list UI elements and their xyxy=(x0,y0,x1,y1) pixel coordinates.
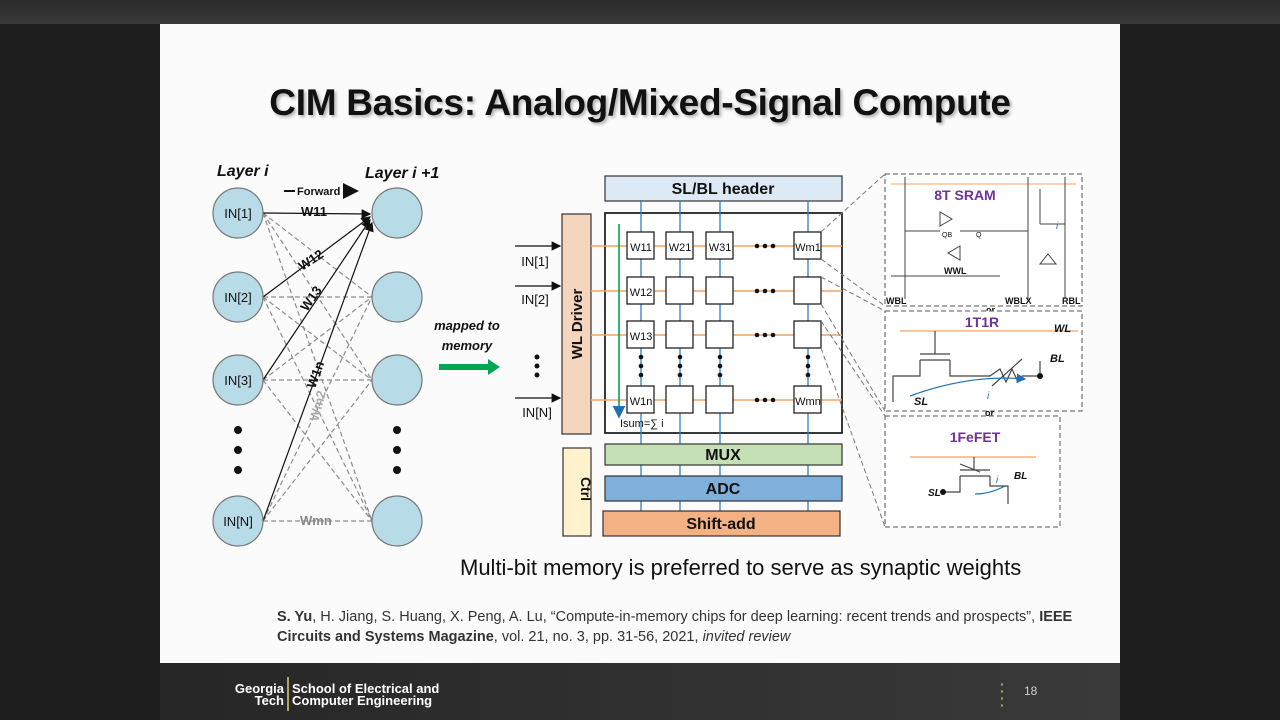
cell-label: Wm1 xyxy=(795,242,821,254)
page-number: 18 xyxy=(1024,684,1038,698)
zoom-lines xyxy=(820,173,886,528)
layer-i1-label: Layer i +1 xyxy=(365,165,439,182)
cell-label: Wmn xyxy=(795,396,821,408)
neuron-in1 xyxy=(212,187,264,239)
layer-i-label: Layer i xyxy=(217,163,269,180)
t1r-label: i xyxy=(987,391,990,402)
ctrl-label: Ctrl xyxy=(578,477,594,501)
sram-title: 8T SRAM xyxy=(934,187,995,203)
cim-diagram: Layer i Layer i +1 Forward xyxy=(212,163,1083,547)
cell-label: W11 xyxy=(630,242,652,254)
t1r-title: 1T1R xyxy=(965,314,999,330)
weight-label: Wmn xyxy=(300,513,332,528)
sram-label: RBL xyxy=(1062,296,1081,306)
fefet-title: 1FeFET xyxy=(950,429,1001,445)
or-label: or xyxy=(985,408,994,418)
weight-label: W11 xyxy=(301,204,327,219)
neuron-label: IN[3] xyxy=(224,373,251,388)
ctrl-box xyxy=(562,447,592,537)
forward-label: Forward xyxy=(297,186,340,198)
adc-label: ADC xyxy=(706,481,741,498)
slide-title: CIM Basics: Analog/Mixed-Signal Compute xyxy=(269,82,1011,123)
wl-driver-box xyxy=(561,213,592,435)
cell-label: W1n xyxy=(630,396,653,408)
horizontal-ellipsis xyxy=(754,243,776,403)
t1r-label: SL xyxy=(914,396,928,408)
input-neurons xyxy=(212,187,264,547)
t1r-box xyxy=(884,310,1083,412)
slide-caption: Multi-bit memory is preferred to serve a… xyxy=(460,555,1022,580)
cell-label: W13 xyxy=(630,331,653,343)
neuron-inN xyxy=(212,495,264,547)
fefet-box xyxy=(884,415,1061,528)
neuron-in3 xyxy=(212,354,264,406)
logo-divider xyxy=(287,677,289,711)
mapped-text: memory xyxy=(442,338,493,353)
header-box xyxy=(604,175,843,202)
vertical-ellipsis-right xyxy=(393,426,401,474)
connections-dashed xyxy=(262,212,373,522)
memory-cells xyxy=(626,231,822,414)
connections-solid xyxy=(262,209,374,522)
sram-box xyxy=(884,173,1083,307)
reference-authors: , H. Jiang, S. Huang, X. Peng, A. Lu, “C… xyxy=(312,609,1040,625)
vertical-ellipsis-left xyxy=(234,426,242,474)
mux-box xyxy=(604,443,843,466)
or-label: or xyxy=(986,305,995,315)
vertical-ellipsis-array xyxy=(638,354,811,378)
row-input-label: IN[1] xyxy=(521,254,548,269)
weight-label: W1n xyxy=(304,359,328,390)
sram-label: WBL xyxy=(886,296,907,306)
sram-label: Q xyxy=(976,232,982,239)
fefet-label: i xyxy=(996,475,999,486)
reference-note: invited review xyxy=(702,629,791,645)
reference-citation: S. Yu, H. Jiang, S. Huang, X. Peng, A. L… xyxy=(277,607,1077,647)
adc-box xyxy=(604,475,843,502)
weight-label: W13 xyxy=(297,283,325,314)
sum-label: Isum=∑ i xyxy=(620,418,664,430)
t1r-label: BL xyxy=(1050,353,1065,365)
vertical-dots-icon: ···· xyxy=(1000,676,1005,713)
shift-add-label: Shift-add xyxy=(686,516,755,533)
neuron-label: IN[1] xyxy=(224,206,251,221)
output-neurons xyxy=(371,187,423,547)
shift-add-box xyxy=(602,510,841,537)
neuron-label: IN[2] xyxy=(224,290,251,305)
slide: CIM Basics: Analog/Mixed-Signal Compute … xyxy=(160,24,1120,663)
sram-label: WWL xyxy=(944,266,967,276)
row-input-label: IN[N] xyxy=(522,405,552,420)
weight-label: W12 xyxy=(295,246,326,273)
wl-driver-label: WL Driver xyxy=(569,289,586,360)
row-input-arrows xyxy=(515,241,562,403)
mapped-text: mapped to xyxy=(434,318,500,333)
cell-label: W12 xyxy=(630,287,653,299)
reference-journal: IEEE Circuits and Systems Magazine xyxy=(277,609,1073,645)
row-input-label: IN[2] xyxy=(521,292,548,307)
cell-label: W21 xyxy=(669,242,692,254)
reference-author: S. Yu xyxy=(277,609,313,625)
mux-label: MUX xyxy=(705,447,741,464)
neuron-label: IN[N] xyxy=(223,514,253,529)
window-top-bar xyxy=(0,0,1280,24)
neuron-in2 xyxy=(212,271,264,323)
sram-label: WBLX xyxy=(1005,296,1032,306)
cell-label: W31 xyxy=(709,242,732,254)
fefet-label: BL xyxy=(1014,471,1027,482)
t1r-label: WL xyxy=(1054,323,1071,335)
mapped-arrow xyxy=(439,359,500,375)
fefet-label: SL xyxy=(928,488,941,499)
reference-details: , vol. 21, no. 3, pp. 31-56, 2021, xyxy=(493,629,703,645)
header-label: SL/BL header xyxy=(672,181,775,198)
sram-label: QB xyxy=(942,232,952,239)
sram-label: i xyxy=(1056,221,1059,232)
